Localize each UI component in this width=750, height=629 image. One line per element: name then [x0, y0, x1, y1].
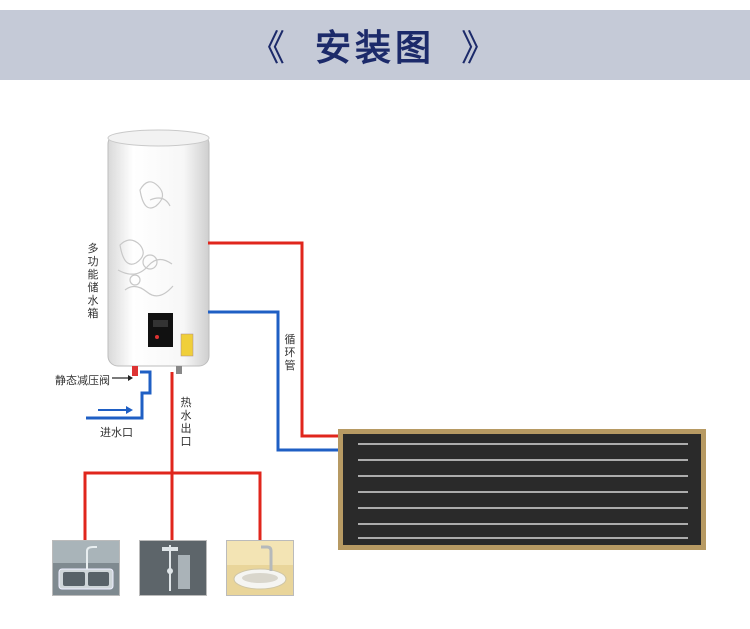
display-screen: [153, 320, 168, 327]
inlet-fitting: [132, 366, 138, 376]
flower-decoration-icon: [117, 181, 174, 297]
right-quote: 》: [461, 28, 502, 69]
outlet-fitting: [176, 366, 182, 374]
title-text: 安装图: [314, 28, 435, 69]
indicator-light-icon: [155, 335, 159, 339]
inlet-pipe: [86, 370, 152, 420]
cold-circulation-pipe: [208, 310, 340, 452]
title-banner: 《安装图》: [0, 10, 750, 80]
water-tank: [107, 129, 210, 376]
shower-photo: [139, 540, 207, 596]
wash-basin-photo: [226, 540, 294, 596]
tank-label: 多功能储水箱: [87, 242, 99, 320]
relief-valve-label: 静态减压阀: [55, 374, 110, 387]
page-title: 《安装图》: [223, 19, 527, 71]
hot-water-outlet-label: 热水出口: [180, 396, 192, 448]
water-inlet-label: 进水口: [100, 426, 133, 439]
hot-circulation-pipe: [208, 241, 340, 438]
arrow-right-icon: [112, 375, 133, 381]
circulation-pipe-label: 循环管: [284, 333, 296, 372]
solar-collector-panel: [338, 429, 706, 550]
hot-water-outlet-pipe: [83, 372, 262, 540]
kitchen-sink-photo: [52, 540, 120, 596]
arrow-right-icon: [98, 406, 133, 414]
left-quote: 《: [248, 28, 289, 69]
control-display: [148, 313, 173, 347]
warning-label: [180, 333, 194, 357]
